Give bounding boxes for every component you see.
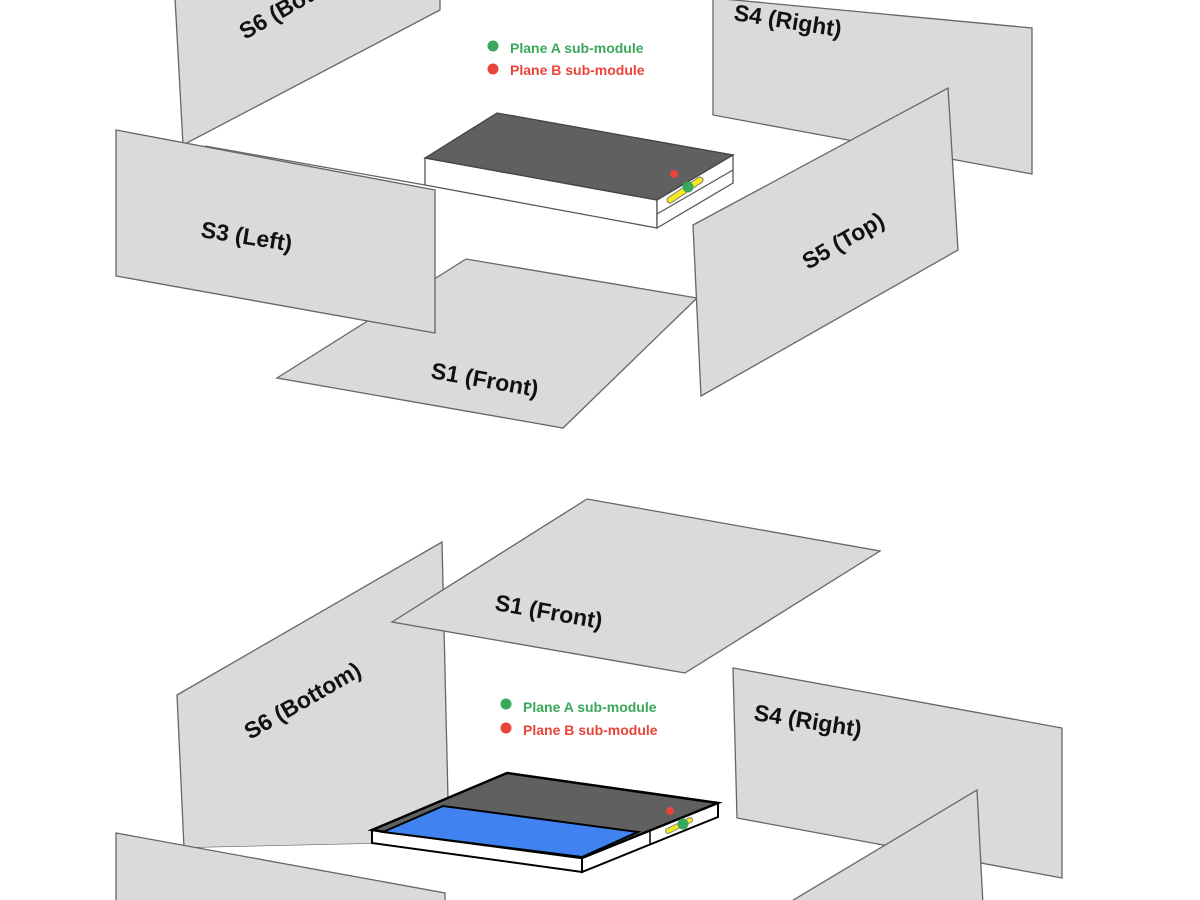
plane-a-legend-label: Plane A sub-module [523,699,657,715]
panel-s4: S4 (Right) [732,667,1063,879]
plane-a-legend-dot [487,40,499,52]
panel-s3: S3 (Left) [115,129,436,334]
panel-s6: S6 (Bottom) [174,0,441,147]
panel-s5-partial [792,788,984,900]
device-top-face [423,112,735,201]
plane-a-marker [677,818,689,830]
screen [379,804,642,859]
panel-s5: S5 (Top) [692,86,959,398]
plane-a-legend-dot [500,698,512,710]
plane-b-marker [666,807,674,815]
plane-b-legend-label: Plane B sub-module [510,62,645,78]
panel-s4: S4 (Right) [712,0,1033,175]
plane-b-legend-dot [500,722,512,734]
top-diagram: S6 (Bottom) S4 (Right) S1 (Front) S3 (Le… [115,0,1033,429]
device [367,771,723,874]
panel-s6: S6 (Bottom) [176,540,450,849]
plane-b-legend-label: Plane B sub-module [523,722,658,738]
device [423,112,735,230]
bottom-diagram: S6 (Bottom) S1 (Front) S4 (Right) Plan [115,498,1063,900]
plane-a-legend-label: Plane A sub-module [510,40,644,56]
panel-s1: S1 (Front) [275,258,699,429]
floor-edge [204,145,426,186]
panel-s1: S1 (Front) [390,498,882,674]
plane-a-marker [682,181,694,193]
panel-s3-partial [115,832,446,900]
legend: Plane A sub-module Plane B sub-module [487,40,645,78]
legend: Plane A sub-module Plane B sub-module [500,698,658,738]
plane-b-legend-dot [487,63,499,75]
plane-b-marker [670,170,678,178]
